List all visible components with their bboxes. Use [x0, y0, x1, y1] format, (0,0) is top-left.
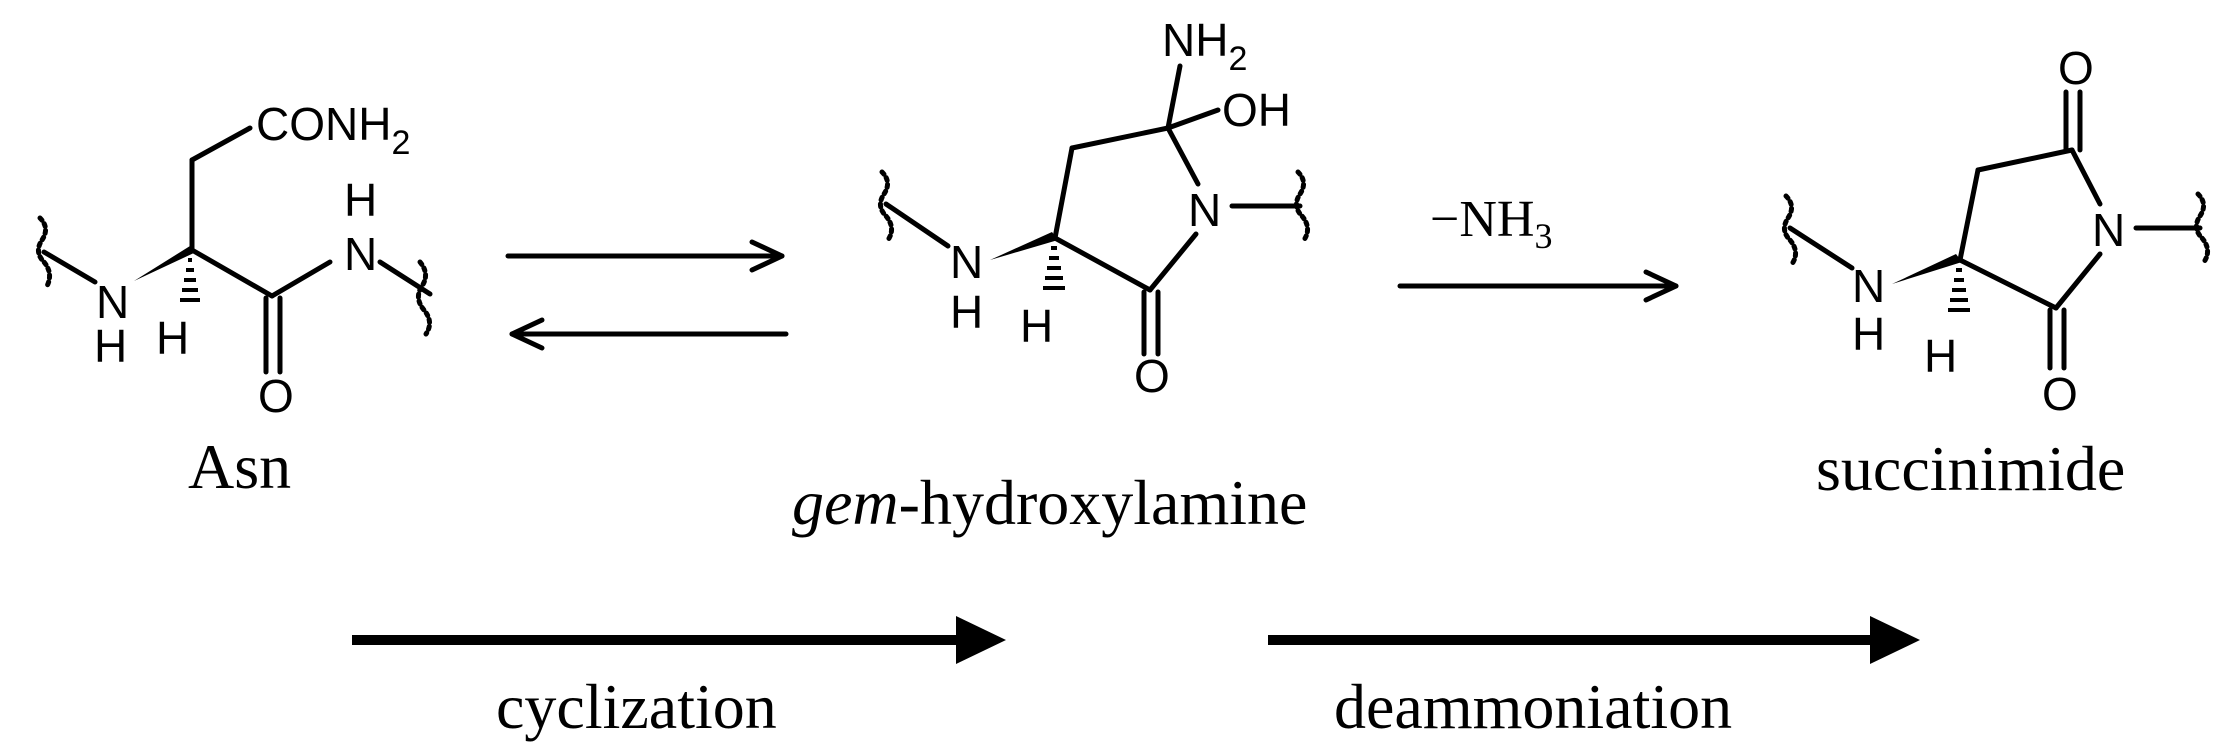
- gem-ring-bond-3: [1165, 125, 1201, 187]
- gem-right-wavy-bond: [1294, 169, 1310, 243]
- gem-nh-h: H: [950, 286, 983, 338]
- reverse-arrow-head: [509, 317, 545, 351]
- asn-c-n-bond: [269, 259, 333, 299]
- asn-amide-n: N: [344, 228, 377, 280]
- gem-carbonyl-o: O: [1134, 350, 1170, 402]
- asn-carbonyl-o: O: [258, 370, 294, 422]
- deammoniation-arrow-head: [1870, 616, 1920, 664]
- succ-nh-h: H: [1852, 308, 1885, 360]
- gem-amino: NH2: [1162, 14, 1247, 78]
- asn-left-wavy-bond: [36, 215, 52, 291]
- asn-cb-cg-bond: [189, 125, 253, 163]
- cyclization-arrow-head: [956, 616, 1006, 664]
- gem-wedge-bond: [990, 232, 1058, 260]
- asn-name: Asn: [188, 431, 291, 502]
- succ-ring-n: N: [2092, 204, 2125, 256]
- cyclization-stage: cyclization: [352, 616, 1006, 742]
- succ-ring-bond-1: [1957, 167, 1981, 263]
- gem-left-wavy-bond: [878, 169, 894, 243]
- succ-wedge-bond: [1892, 254, 1962, 284]
- gem-ring-n: N: [1188, 184, 1221, 236]
- succ-ring-bond-4: [2053, 251, 2103, 311]
- succinimide-name: succinimide: [1816, 433, 2125, 504]
- succ-ring-bond-2: [1975, 147, 2075, 173]
- asn-ca-c-bond: [189, 247, 275, 299]
- asn-amide-h: H: [344, 174, 377, 226]
- gem-name: gem-hydroxylamine: [792, 467, 1307, 538]
- gem-ring-bond-4: [1147, 231, 1199, 293]
- gem-nh-n: N: [950, 236, 983, 288]
- gem-c-nh2-bond: [1165, 63, 1183, 131]
- gem-hash-bond: [1043, 246, 1065, 290]
- forward-arrow-head: [749, 239, 785, 273]
- deammoniation-label: deammoniation: [1334, 671, 1732, 742]
- gem-ring-bond-1: [1052, 145, 1075, 241]
- succ-bottom-o: O: [2042, 368, 2078, 420]
- gem-c-oh-bond: [1165, 107, 1221, 131]
- succ-top-o: O: [2058, 42, 2094, 94]
- gem-ring-bond-2: [1069, 125, 1171, 151]
- elimination-arrow-head: [1643, 269, 1679, 303]
- gem-ring-bond-5: [1052, 235, 1153, 293]
- asn-alpha-h: H: [156, 312, 189, 364]
- succ-left-bond: [1787, 225, 1855, 271]
- asn-right-wavy-bond: [416, 259, 432, 337]
- gem-hydroxylamine-structure: N H H N O NH2 OH: [792, 14, 1310, 538]
- asn-hash-bond: [180, 258, 200, 302]
- gem-alpha-h: H: [1020, 300, 1053, 352]
- succ-nh-n: N: [1852, 260, 1885, 312]
- asn-side-chain: CONH2: [256, 98, 410, 162]
- succ-alpha-h: H: [1924, 330, 1957, 382]
- succ-ring-bond-5: [1957, 257, 2059, 311]
- asn-nh-n: N: [96, 276, 129, 328]
- gem-hydroxyl: OH: [1222, 84, 1291, 136]
- deammoniation-stage: deammoniation: [1268, 616, 1920, 742]
- elimination-label: −NH3: [1430, 191, 1552, 256]
- cyclization-label: cyclization: [496, 671, 777, 742]
- asn-left-bond: [41, 249, 98, 285]
- succinimide-structure: N H H N O O succinimide: [1782, 42, 2210, 504]
- asn-structure: N H H CONH2 O H N Asn: [36, 98, 433, 502]
- succ-ring-bond-3: [2069, 147, 2103, 207]
- succ-left-wavy-bond: [1782, 193, 1798, 267]
- deammoniation-arrow: −NH3: [1397, 191, 1679, 303]
- asn-wedge-bond: [134, 246, 196, 281]
- asn-nh-h: H: [94, 320, 127, 372]
- equilibrium-arrows: [505, 239, 789, 351]
- gem-left-bond: [883, 201, 951, 249]
- succ-right-wavy-bond: [2194, 191, 2210, 265]
- succ-hash-bond: [1948, 268, 1970, 312]
